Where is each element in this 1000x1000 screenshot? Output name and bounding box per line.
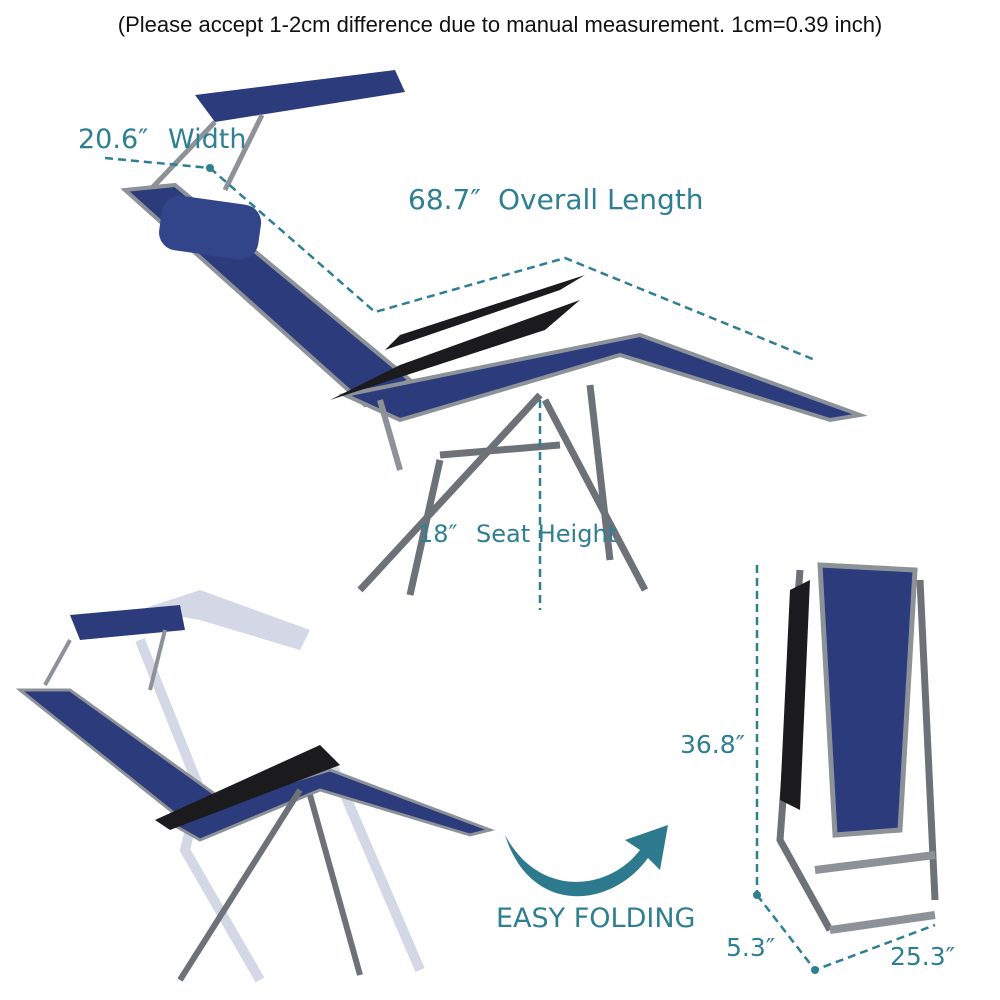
length-dimension-line [209,167,816,362]
legs [357,384,649,596]
folded-height-value: 36.8″ [680,730,746,759]
width-label: Width [168,124,247,155]
length-value: 68.7″ [408,183,481,216]
length-label: Overall Length [498,183,704,216]
armrest [330,300,580,400]
seat-height-value: 18″ [418,520,458,548]
canopy [195,70,405,122]
folding-demo-chair-image [15,590,496,983]
seat-height-label: Seat Height [476,520,618,548]
folded-width-value: 25.3″ [890,942,956,971]
measurement-note: (Please accept 1-2cm difference due to m… [117,12,883,37]
pillow [159,195,262,260]
easy-folding-caption: EASY FOLDING [496,903,696,934]
folded-chair-image [753,562,939,974]
folding-arrow-icon [505,825,668,897]
main-chair-image [104,70,868,610]
folded-depth-value: 5.3″ [726,933,776,962]
seat [338,332,868,423]
width-dimension-line [104,156,211,170]
width-value: 20.6″ [78,124,149,155]
